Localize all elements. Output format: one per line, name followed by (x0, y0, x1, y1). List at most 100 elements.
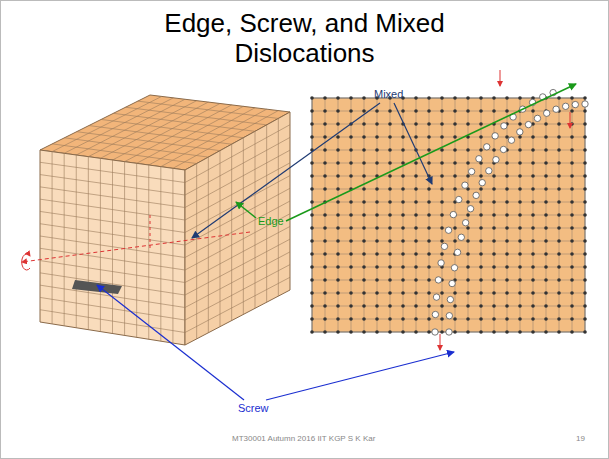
grid-line (40, 187, 185, 208)
atom-dot (414, 122, 418, 126)
atom-dot (427, 109, 431, 113)
atom-dot (557, 226, 561, 230)
grid-line (312, 124, 585, 125)
atom-dot (388, 304, 392, 308)
atom-dot (570, 135, 574, 139)
atom-dot (388, 291, 392, 295)
atom-dot (401, 330, 405, 334)
atom-dot (310, 109, 314, 113)
atom-dot (414, 200, 418, 204)
atom-dot (570, 187, 574, 191)
grid-line (312, 215, 585, 216)
grid-line (40, 199, 185, 220)
atom-dot (544, 174, 548, 178)
atom-dot (531, 174, 535, 178)
atom-dot (427, 317, 431, 321)
atom-dot (531, 304, 535, 308)
atom-dot (375, 200, 379, 204)
atom-dot (375, 330, 379, 334)
atom-dot (375, 291, 379, 295)
atom-dot (401, 291, 405, 295)
grid-line (312, 306, 585, 307)
grid-line (40, 273, 185, 295)
atom-dot (427, 96, 431, 100)
atom-dot (401, 265, 405, 269)
atom-dot (479, 265, 483, 269)
atom-dot (375, 304, 379, 308)
atom-dot (453, 122, 457, 126)
atom-dot (518, 265, 522, 269)
atom-dot (492, 265, 496, 269)
atom-dot (362, 148, 366, 152)
atom-dot (479, 109, 483, 113)
atom-dot (570, 330, 574, 334)
atom-dot (310, 265, 314, 269)
atom-dot (401, 109, 405, 113)
atom-dot (492, 109, 496, 113)
atom-circle (486, 168, 492, 174)
grid-line (185, 176, 290, 233)
atom-dot (505, 278, 509, 282)
grid-line (40, 211, 185, 232)
atom-dot (518, 291, 522, 295)
atom-dot (570, 252, 574, 256)
atom-dot (440, 252, 444, 256)
atom-dot (557, 135, 561, 139)
atom-dot (349, 252, 353, 256)
atom-dot (440, 317, 444, 321)
atom-dot (336, 304, 340, 308)
atom-dot (440, 187, 444, 191)
atom-dot (518, 252, 522, 256)
atom-dot (570, 122, 574, 126)
leader-line (394, 103, 432, 184)
atom-dot (362, 161, 366, 165)
atom-dot (388, 148, 392, 152)
grid-line (185, 125, 290, 183)
atom-dot (349, 200, 353, 204)
atom-dot (466, 291, 470, 295)
atom-dot (401, 200, 405, 204)
grid-line (64, 138, 208, 157)
atom-dot (440, 161, 444, 165)
grid-line (40, 175, 185, 195)
atom-dot (453, 330, 457, 334)
grid-line (185, 188, 290, 245)
atom-dot (375, 135, 379, 139)
atom-dot (479, 213, 483, 217)
atom-dot (401, 148, 405, 152)
atom-dot (583, 187, 587, 191)
atom-dot (492, 304, 496, 308)
atom-dot (401, 304, 405, 308)
atom-dot (492, 291, 496, 295)
atom-dot (505, 135, 509, 139)
atom-dot (505, 317, 509, 321)
atom-dot (440, 213, 444, 217)
atom-dot (427, 265, 431, 269)
atom-dot (557, 291, 561, 295)
atom-dot (362, 226, 366, 230)
atom-dot (492, 226, 496, 230)
grid-line (40, 310, 185, 333)
leader-line (192, 103, 380, 238)
atom-dot (466, 265, 470, 269)
atom-dot (453, 135, 457, 139)
atom-dot (323, 278, 327, 282)
atom-dot (323, 213, 327, 217)
atom-dot (570, 291, 574, 295)
atom-dot (349, 291, 353, 295)
atom-dot (349, 226, 353, 230)
atom-dot (453, 161, 457, 165)
atom-dot (336, 278, 340, 282)
atom-circle (473, 192, 479, 198)
atom-dot (401, 135, 405, 139)
atom-dot (505, 226, 509, 230)
atom-dot (479, 135, 483, 139)
atom-dot (388, 135, 392, 139)
atom-dot (466, 161, 470, 165)
atom-dot (570, 265, 574, 269)
atom-dot (388, 278, 392, 282)
atom-dot (544, 135, 548, 139)
grid-line (312, 280, 585, 281)
atom-dot (323, 174, 327, 178)
atom-dot (362, 252, 366, 256)
